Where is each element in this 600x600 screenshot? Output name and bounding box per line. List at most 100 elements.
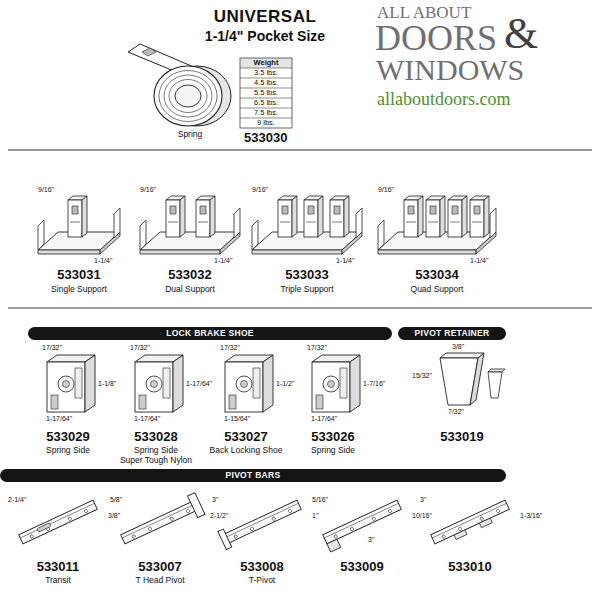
part-number: 533009 (340, 560, 383, 574)
dual-support-drawing (234, 208, 240, 238)
transit-bar-drawing (37, 523, 51, 533)
part-number: 533027 (224, 430, 267, 444)
dimension-label: 17/32" (220, 344, 240, 352)
pivot-bar-drawing (431, 500, 512, 548)
t-pivot-bar-drawing (218, 529, 232, 550)
dimension-label: 10/16" (412, 512, 432, 520)
dimension-label: 9/16" (38, 186, 54, 194)
dimension-label: 9/16" (140, 186, 156, 194)
dimension-label: 5/8" (110, 496, 122, 504)
part-number: 533034 (415, 268, 458, 282)
section-band: LOCK BRAKE SHOE (28, 327, 392, 340)
table-header: Weight (254, 59, 279, 67)
quad-support-drawing (448, 196, 467, 237)
logo-text: WINDOWS (376, 55, 524, 85)
logo-text: ALL ABOUT (377, 4, 471, 21)
part-number: 533030 (244, 131, 287, 145)
spring-drawing (142, 48, 156, 56)
part-description: Single Support (51, 285, 107, 294)
table-cell: 3.5 lbs. (254, 69, 278, 77)
dimension-label: 1-1/4" (336, 257, 354, 265)
dimension-label: 2-1/4" (8, 496, 26, 504)
part-number: 533031 (57, 268, 100, 282)
brake-shoe-drawing (135, 355, 183, 412)
dimension-label: 1-17/64" (186, 380, 212, 388)
table-cell: 7.5 lbs. (254, 109, 278, 117)
dual-support-drawing (140, 196, 240, 254)
t-head-bar-drawing (121, 500, 200, 544)
spring-drawing (164, 75, 212, 117)
brake-shoe-drawing (47, 355, 95, 412)
pivot-retainer-drawing (440, 353, 484, 358)
t-head-bar-drawing (118, 493, 205, 551)
triple-support-drawing (356, 208, 362, 238)
part-description: Triple Support (280, 285, 333, 294)
band-title: LOCK BRAKE SHOE (166, 329, 254, 338)
section-band: PIVOT RETAINER (398, 327, 506, 340)
dual-support-drawing (140, 250, 220, 254)
t-pivot-bar-drawing (223, 500, 302, 544)
part-number: 533032 (168, 268, 211, 282)
dimension-label: 17/32" (42, 344, 62, 352)
dimension-label: 1" (312, 512, 318, 520)
brake-shoe-drawing (312, 355, 360, 412)
dimension-label: 9/16" (252, 186, 268, 194)
dimension-label: 1-1/8" (98, 380, 116, 388)
logo-url: allaboutdoors.com (377, 90, 510, 108)
quad-support-drawing (490, 208, 496, 238)
band-title: PIVOT RETAINER (415, 329, 490, 338)
dimension-label: 3" (420, 496, 426, 504)
dimension-label: 7/32" (448, 408, 464, 416)
table-cell: 6.5 lbs. (254, 99, 278, 107)
triple-support-drawing (252, 196, 362, 254)
section-band: PIVOT BARS (0, 469, 506, 482)
triple-support-drawing (330, 196, 349, 237)
pivot-bar-drawing (327, 539, 341, 552)
dimension-label: 1-1/4" (94, 257, 112, 265)
part-description: Super Tough Nylon (120, 456, 192, 465)
transit-bar-drawing (19, 500, 98, 544)
dimension-label: 1-17/64" (311, 415, 337, 423)
separator-line (8, 150, 592, 151)
single-support-drawing (38, 196, 120, 254)
logo-text: & (504, 12, 538, 56)
brake-shoe-drawing (225, 355, 273, 412)
dimension-label: 3" (212, 496, 218, 504)
spring-drawing (154, 66, 222, 126)
pivot-retainer-drawing (470, 353, 484, 405)
quad-support-drawing (426, 196, 445, 237)
part-description: Spring Side (46, 446, 90, 455)
quad-support-drawing (470, 196, 489, 237)
dimension-label: 3/8" (452, 343, 464, 351)
part-description: T-Pivot (249, 576, 275, 585)
t-pivot-bar-drawing (218, 496, 303, 550)
dimension-label: 9/16" (378, 186, 394, 194)
separator-line (8, 308, 592, 309)
pivot-retainer-drawing (488, 369, 505, 372)
pivot-retainer-drawing (488, 372, 502, 398)
logo-text: DOORS (375, 20, 497, 56)
dimension-label: 1-1/4" (214, 257, 232, 265)
table-cell: 5.5 lbs. (254, 89, 278, 97)
dimension-label: 17/32" (130, 344, 150, 352)
triple-support-drawing (278, 196, 297, 237)
spring-drawing (175, 85, 201, 107)
dimension-label: 3" (368, 536, 374, 544)
part-number: 533028 (134, 430, 177, 444)
part-description: Back Locking Shoe (210, 446, 283, 455)
pivot-bar-drawing (431, 500, 510, 544)
single-support-drawing (38, 250, 100, 254)
part-number: 533008 (240, 560, 283, 574)
dimension-label: 1-17/64" (134, 415, 160, 423)
t-head-bar-drawing (188, 493, 205, 518)
part-description: Transit (45, 576, 71, 585)
part-number: 533010 (448, 560, 491, 574)
weight-table (240, 58, 292, 128)
dual-support-drawing (196, 196, 215, 237)
heading: UNIVERSAL (214, 8, 317, 27)
part-number: 533026 (311, 430, 354, 444)
dimension-label: 1-3/16" (520, 512, 542, 520)
band-title: PIVOT BARS (226, 471, 281, 480)
